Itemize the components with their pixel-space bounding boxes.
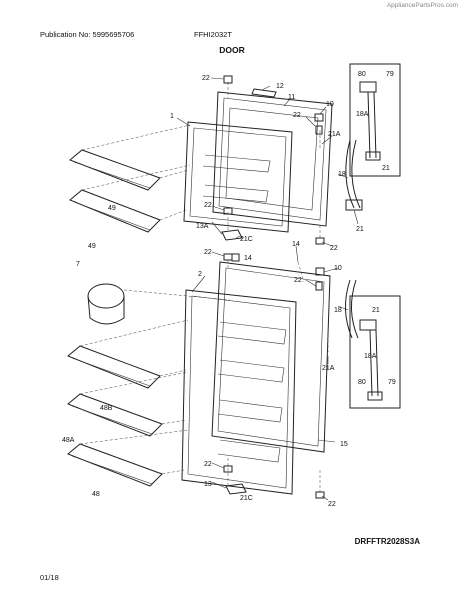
callout-12: 12 <box>276 83 284 90</box>
hinge-cover-12 <box>251 88 277 98</box>
screw-22-lowerdoor-top <box>223 253 233 261</box>
hinge-13 <box>225 483 247 495</box>
callout-21A: 21A <box>328 131 341 138</box>
screw-22-upperdoor-right <box>315 237 325 245</box>
inset-callout-79: 79 <box>386 71 394 78</box>
stop-14-left <box>231 253 240 262</box>
freezer-inner-shelves <box>202 154 271 203</box>
inset-callout-80: 80 <box>358 71 366 78</box>
callout-13: 13 <box>204 481 212 488</box>
callout-18: 18 <box>334 307 342 314</box>
callout-49: 49 <box>88 243 96 250</box>
callout-22: 22 <box>330 245 338 252</box>
fresh-food-door-outer-panel <box>211 261 331 453</box>
callout-49: 49 <box>108 205 116 212</box>
handle-18-upper <box>345 139 355 209</box>
callout-22: 22 <box>294 277 302 284</box>
inset-callout-18A: 18A <box>364 353 377 360</box>
callout-48A: 48A <box>62 437 75 444</box>
fresh-food-inner-shelves <box>217 321 287 463</box>
screw-22-lower-upperdoor <box>223 207 233 215</box>
callout-48B: 48B <box>100 405 113 412</box>
screw-22-bottom-right <box>315 491 325 499</box>
hinge-13A <box>221 229 243 241</box>
callout-10: 10 <box>326 101 334 108</box>
inset-callout-80: 80 <box>358 379 366 386</box>
callout-13A: 13A <box>196 223 209 230</box>
revision-date: 01/18 <box>40 573 59 582</box>
callout-22: 22 <box>293 112 301 119</box>
leader-lines <box>176 77 359 501</box>
callout-22: 22 <box>204 249 212 256</box>
handle-inset-lower <box>349 295 401 409</box>
callout-18: 18 <box>338 171 346 178</box>
door-stop-10 <box>314 113 324 122</box>
hinge-screw-22 <box>223 75 233 84</box>
callout-14: 14 <box>292 241 300 248</box>
callout-22: 22 <box>202 75 210 82</box>
handle-inset-upper <box>349 63 401 177</box>
callout-7: 7 <box>76 261 80 268</box>
callout-10: 10 <box>334 265 342 272</box>
model-number: FFHI2032T <box>194 30 232 39</box>
callout-22: 22 <box>204 202 212 209</box>
handle-bracket-21 <box>345 199 363 211</box>
callout-21C: 21C <box>240 495 253 502</box>
section-title: DOOR <box>219 45 245 55</box>
freezer-door-gasket <box>183 121 293 233</box>
egg-bin-7 <box>87 283 125 309</box>
site-watermark: AppliancePartsPros.com <box>386 2 458 9</box>
inset-callout-21: 21 <box>382 165 390 172</box>
lower-door-shelves-48 <box>67 345 163 487</box>
callout-22: 22 <box>204 461 212 468</box>
door-screw-22 <box>315 125 323 135</box>
screw-22-lowerdoor-right <box>315 281 323 291</box>
screw-22-bottom <box>223 465 233 473</box>
upper-door-shelves-49 <box>69 149 161 233</box>
callout-11: 11 <box>288 94 295 101</box>
fresh-food-door-gasket <box>181 289 297 495</box>
diagram-code: DRFFTR2028S3A <box>354 537 420 546</box>
callout-48: 48 <box>92 491 100 498</box>
callout-22: 22 <box>328 501 336 508</box>
callout-15: 15 <box>340 441 348 448</box>
door-stop-10-lower <box>315 267 325 276</box>
inset-callout-21: 21 <box>372 307 380 314</box>
callout-21: 21 <box>356 226 364 233</box>
freezer-door-outer-panel <box>212 91 333 227</box>
callout-14: 14 <box>244 255 252 262</box>
callout-21A: 21A <box>322 365 335 372</box>
callout-1: 1 <box>170 113 174 120</box>
callout-21C: 21C <box>240 236 253 243</box>
inset-callout-18A: 18A <box>356 111 369 118</box>
callout-2: 2 <box>198 271 202 278</box>
publication-number: Publication No: 5995695706 <box>40 30 135 39</box>
inset-callout-79: 79 <box>388 379 396 386</box>
